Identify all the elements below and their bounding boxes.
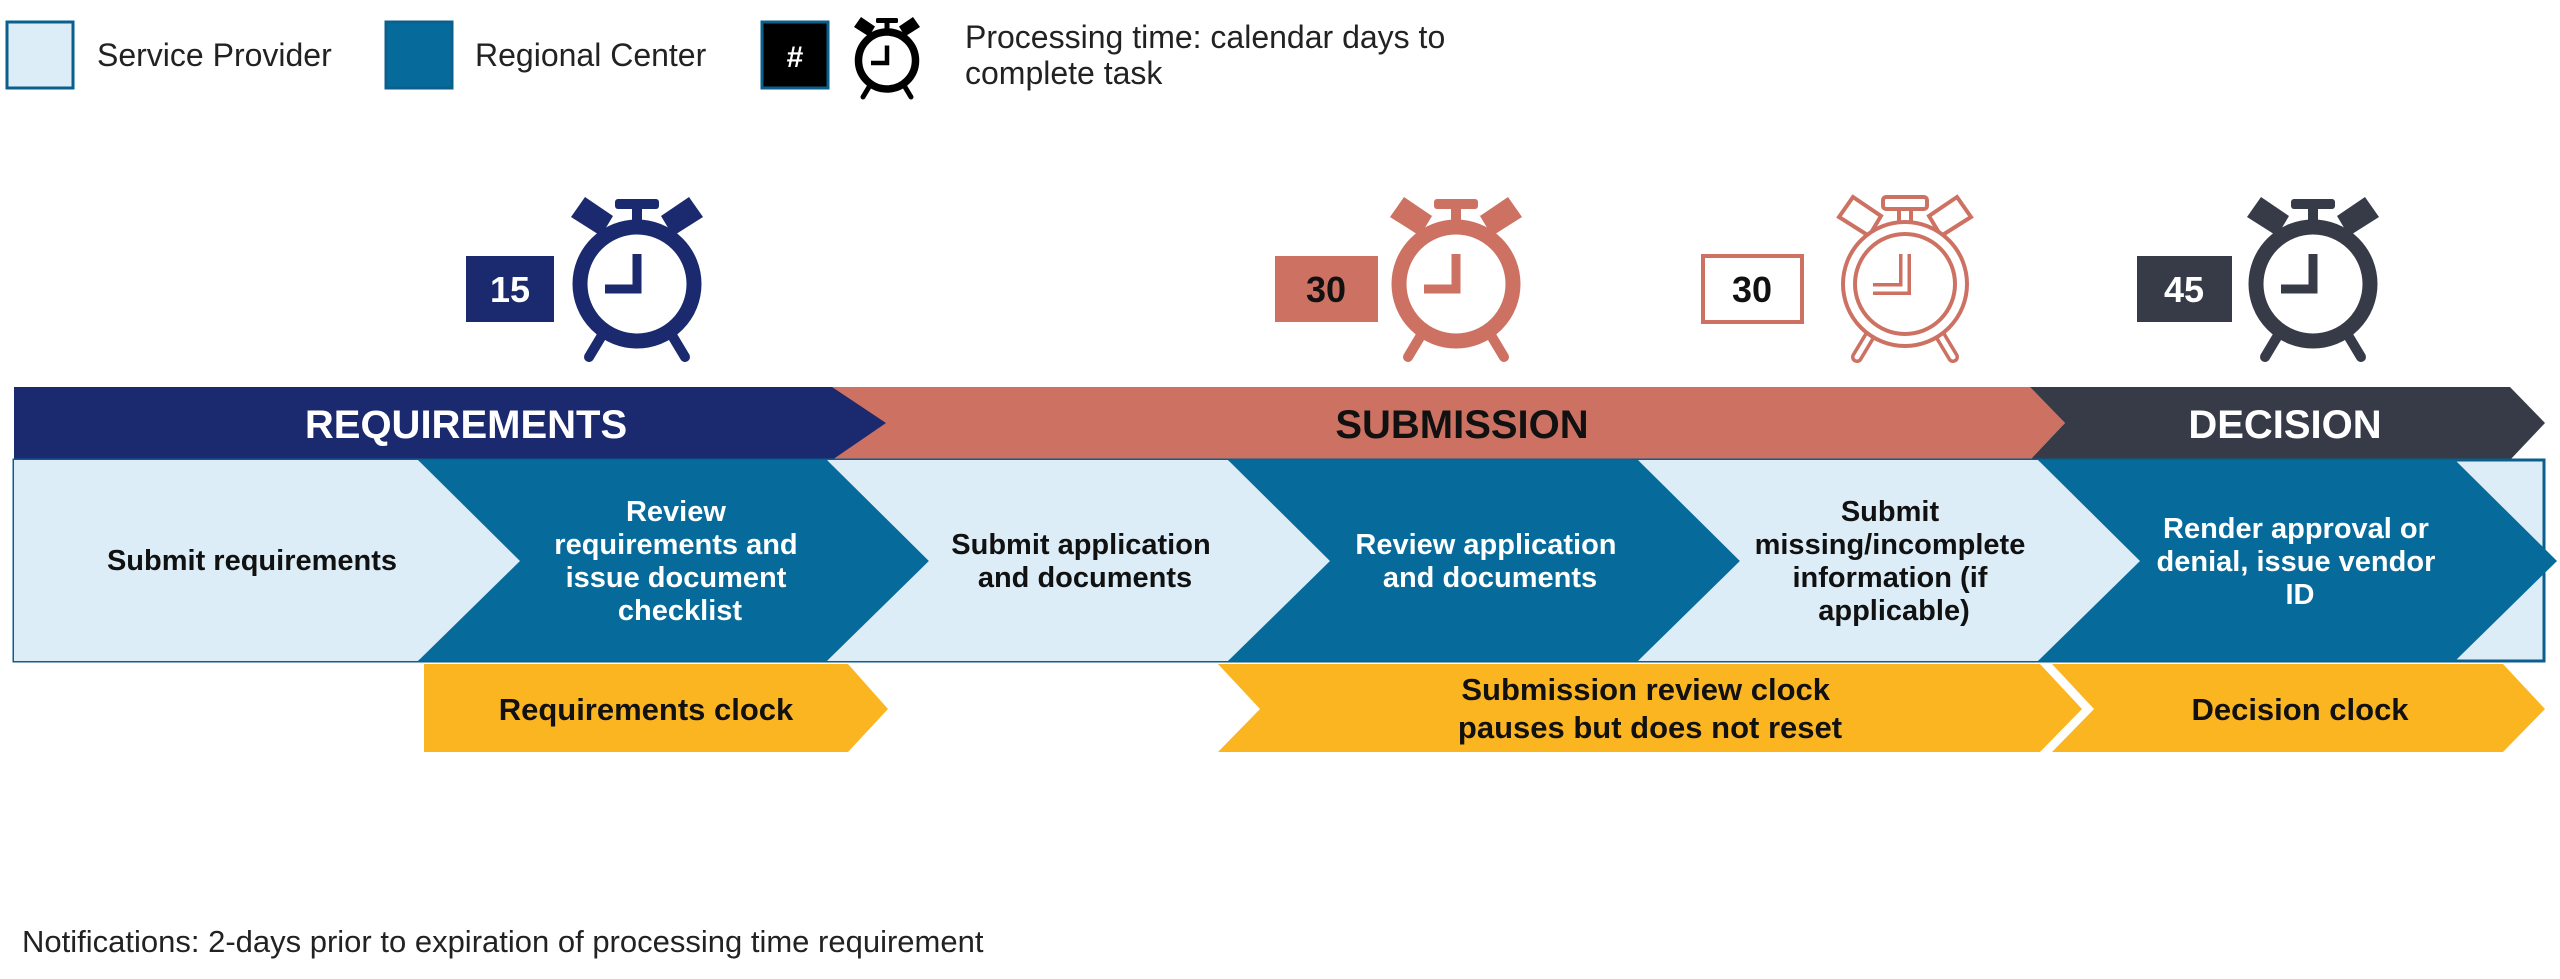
alarm-clock-icon — [2247, 197, 2379, 362]
phase-decision-shape — [2030, 387, 2545, 460]
alarm-clock-icon — [571, 197, 703, 362]
timer-requirements: 15 — [466, 197, 703, 362]
step-review-requirements-shape — [418, 460, 929, 661]
step-render-decision-shape — [2038, 460, 2557, 661]
timer-value: 15 — [490, 269, 530, 310]
step-submit-application-text: Submit application and documents — [951, 529, 1218, 594]
step-review-application-shape — [1228, 460, 1740, 661]
step-submit-application-shape — [827, 460, 1330, 661]
timer-submission: 30 — [1275, 197, 1522, 362]
clock-decision-shape — [2052, 664, 2545, 752]
phase-submission-label: SUBMISSION — [1335, 403, 1588, 447]
phase-decision-label: DECISION — [2188, 403, 2381, 447]
clock-requirements-shape — [424, 664, 888, 752]
timer-value: 45 — [2164, 269, 2204, 310]
step-render-decision-text: Render approval or denial, issue vendor … — [2157, 513, 2444, 611]
timer-value-box — [1701, 254, 1804, 324]
phase-bar: REQUIREMENTS SUBMISSION DECISION — [14, 387, 2545, 460]
legend-service-provider-swatch — [5, 20, 75, 90]
timer-value: 30 — [1732, 269, 1772, 310]
step-submit-missing-text: Submit missing/incomplete information (i… — [1755, 496, 2034, 627]
timer-value-box — [2137, 256, 2232, 322]
timer-value-box — [1275, 256, 1378, 322]
timer-value-box — [466, 256, 554, 322]
timer-decision: 45 — [2137, 197, 2379, 362]
step-review-application-text: Review application and documents — [1355, 529, 1624, 594]
legend-regional-center-label: Regional Center — [475, 37, 707, 73]
timer-value: 30 — [1306, 269, 1346, 310]
step-review-requirements-text: Review requirements and issue document c… — [554, 496, 805, 627]
alarm-clock-icon — [1390, 197, 1522, 362]
clock-decision-label: Decision clock — [2191, 692, 2409, 727]
step-submit-requirements-shape — [14, 460, 520, 661]
legend: Service Provider Regional Center # Proce… — [5, 17, 1454, 100]
clock-bars: Requirements clock Submission review clo… — [424, 664, 2545, 752]
process-steps: Submit requirements Review requirements … — [12, 458, 2557, 663]
step-submit-requirements-text: Submit requirements — [107, 545, 397, 577]
phase-requirements-label: REQUIREMENTS — [305, 403, 627, 447]
alarm-clock-outline-icon — [1836, 194, 1974, 363]
clock-submission-label: Submission review clock pauses but does … — [1458, 672, 1842, 745]
step-submit-missing-shape — [1638, 460, 2140, 661]
legend-service-provider-label: Service Provider — [97, 37, 332, 73]
clock-submission-shape — [1218, 664, 2082, 752]
phase-requirements-shape — [14, 387, 886, 460]
timer-submission-paused: 30 — [1701, 194, 1974, 363]
footnote: Notifications: 2-days prior to expiratio… — [22, 924, 984, 959]
legend-regional-center-swatch — [384, 20, 454, 90]
phase-submission-shape — [828, 387, 2065, 460]
legend-alarm-clock-icon — [854, 17, 920, 100]
legend-time-description: Processing time: calendar days to comple… — [965, 19, 1454, 91]
clock-requirements-label: Requirements clock — [499, 692, 794, 727]
legend-time-symbol: # — [787, 41, 804, 74]
legend-time-box — [760, 20, 830, 90]
